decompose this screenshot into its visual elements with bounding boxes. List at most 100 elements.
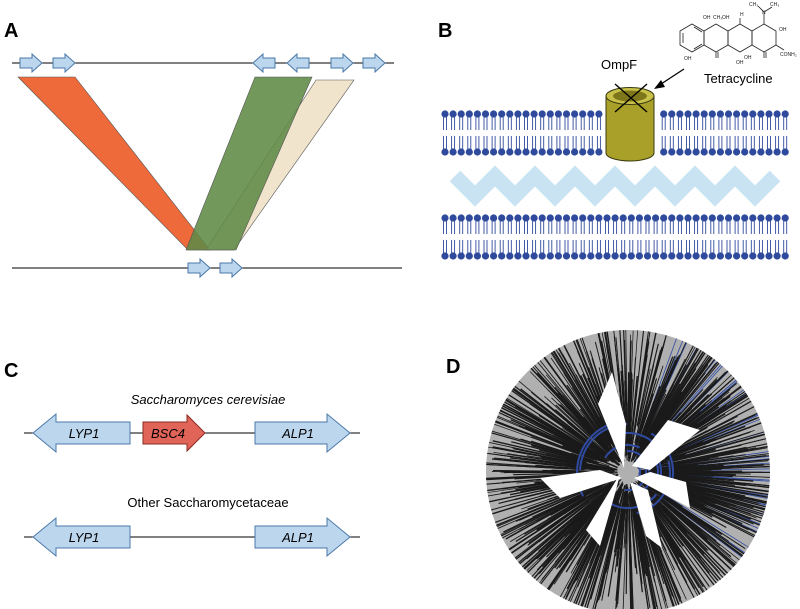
lipid-tail: [718, 136, 723, 149]
lipid-head: [765, 252, 773, 260]
tree-branch: [555, 404, 592, 439]
lipid-tail: [637, 240, 642, 253]
tree-branch: [601, 508, 621, 601]
lipid-tail: [499, 117, 504, 130]
lipid-tail: [613, 240, 618, 253]
lipid-tail: [750, 221, 755, 234]
lipid-head: [522, 252, 530, 260]
tree-branch: [633, 386, 655, 454]
gene-label-alp1: ALP1: [281, 530, 314, 545]
lipid-tail: [775, 240, 780, 253]
lipid-tail: [507, 221, 512, 234]
atom-label: CH₃: [770, 2, 779, 8]
lipid-head: [506, 214, 514, 222]
tree-branch: [510, 419, 604, 462]
lipid-head: [668, 110, 676, 118]
lipid-head: [546, 148, 554, 156]
lipid-tail: [750, 117, 755, 130]
tree-branch: [652, 513, 703, 599]
tree-branch: [493, 491, 589, 539]
lipid-head: [684, 110, 692, 118]
lipid-head: [473, 214, 481, 222]
tree-branch: [572, 496, 619, 609]
tree-branch: [615, 502, 626, 601]
lipid-head: [757, 110, 765, 118]
lipid-head: [538, 148, 546, 156]
tree-branch: [668, 455, 734, 467]
tree-branch: [633, 513, 651, 609]
atom-label: OH: [684, 56, 692, 62]
lipid-head: [716, 110, 725, 118]
lipid-tail: [734, 136, 739, 149]
lipid-tail: [718, 117, 723, 130]
gene-alp1-top: [254, 412, 351, 454]
tree-branch: [486, 445, 586, 465]
lipid-tail: [467, 240, 472, 253]
lipid-tail: [588, 221, 593, 234]
tree-branch: [639, 363, 659, 431]
lipid-tail: [572, 136, 577, 149]
tree-branch: [638, 355, 676, 446]
lipid-tail: [580, 221, 585, 234]
lipid-head: [490, 252, 498, 260]
lipid-tail: [629, 221, 634, 234]
tree-branch: [636, 330, 659, 426]
tree-branch: [662, 505, 738, 576]
lipid-tail: [734, 221, 739, 234]
lipid-tail: [702, 136, 707, 149]
tree-branch: [647, 502, 686, 561]
lipid-tail: [742, 117, 747, 130]
atom-label: CH₃: [749, 2, 758, 8]
lipid-tail: [483, 117, 488, 130]
tree-branch: [638, 344, 697, 453]
lipid-tail: [532, 117, 537, 130]
lipid-head: [692, 214, 700, 222]
lipid-head: [481, 110, 490, 118]
gene-lyp1-top: [32, 412, 131, 454]
lipid-head: [676, 214, 684, 222]
tree-branch: [645, 485, 746, 566]
lipid-tail: [459, 221, 464, 234]
lipid-tail: [564, 136, 569, 149]
tree-branch: [540, 480, 620, 554]
lipid-head: [627, 214, 635, 222]
lipid-head: [530, 252, 538, 260]
tree-branch: [563, 346, 612, 439]
lipid-tail: [694, 221, 699, 234]
tree-branch: [644, 341, 703, 442]
lipid-head: [538, 252, 546, 260]
tree-branch: [628, 491, 637, 569]
tree-branch: [623, 490, 628, 549]
gene-arrow-right: [52, 52, 76, 74]
lipid-tail: [758, 136, 763, 149]
panel-c-letter: C: [4, 360, 19, 382]
lipid-head: [595, 110, 603, 118]
tree-branch: [630, 495, 643, 585]
lipid-head: [514, 148, 522, 156]
lipid-tail: [726, 221, 731, 234]
lipid-tail: [483, 136, 488, 149]
lipid-tail: [726, 240, 731, 253]
lipid-tail: [686, 221, 690, 234]
ompf-label: OmpF: [601, 57, 637, 72]
lipid-tail: [621, 221, 626, 234]
lipid-head: [481, 252, 490, 260]
tree-branch: [539, 350, 606, 441]
lipid-head: [757, 214, 765, 222]
tree-branch: [493, 451, 604, 469]
tree-branch: [530, 360, 620, 462]
tree-branch: [640, 343, 665, 428]
lipid-head: [595, 148, 603, 156]
tree-branch: [628, 495, 632, 547]
lipid-tail: [686, 136, 690, 149]
tree-branch: [507, 385, 597, 450]
panel-d-phylogenetic-tree: [486, 330, 770, 609]
lipid-head: [700, 110, 708, 118]
lipid-tail: [750, 240, 755, 253]
tree-branch: [622, 330, 628, 436]
lipid-tail: [475, 136, 480, 149]
tree-branch: [649, 512, 699, 606]
tree-branch: [640, 356, 674, 440]
lipid-head: [506, 148, 514, 156]
lipid-head: [587, 252, 595, 260]
